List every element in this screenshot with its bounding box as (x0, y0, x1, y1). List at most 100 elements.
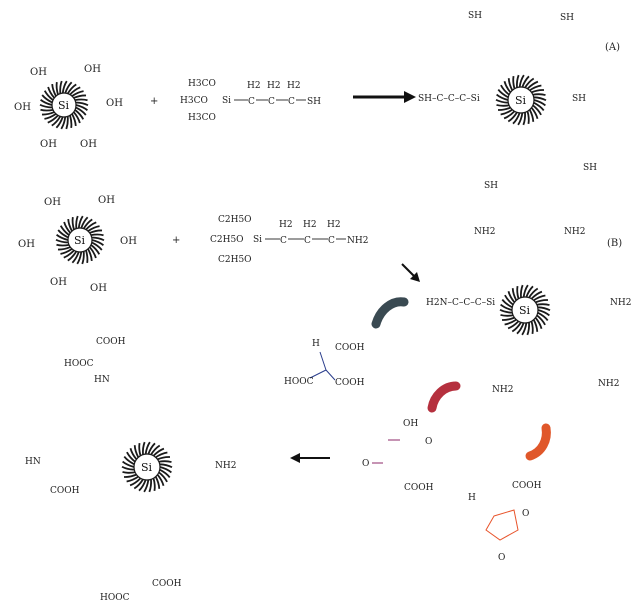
particle-spike (504, 294, 514, 306)
particle-spike (91, 241, 103, 251)
particle-spike (159, 466, 172, 474)
oxygen-atom: O (522, 509, 529, 519)
thiol-arm: SH–C–C–C–Si (418, 94, 480, 104)
particle-spike (56, 234, 69, 241)
particle-spike (507, 78, 514, 91)
reaction-arrow-1 (353, 91, 416, 103)
particle-spike (74, 98, 88, 102)
particle-spike (138, 479, 147, 492)
particle-spike (69, 115, 73, 129)
silica-particle-final: Si (121, 441, 173, 493)
particle-spike (536, 303, 550, 306)
oh-label: OH (18, 239, 35, 250)
particle-spike (133, 445, 140, 458)
amide-group: HN (94, 375, 110, 385)
particle-spike (76, 251, 83, 265)
h2-label: H2 (327, 220, 341, 230)
particle-spike (77, 215, 84, 229)
particle-spike (500, 108, 513, 116)
particle-spike (59, 80, 63, 94)
thiol-group: SH (484, 181, 498, 191)
particle-spike (41, 111, 55, 116)
particle-spike (40, 99, 53, 106)
particle-spike (144, 441, 151, 455)
ethoxy-group: C2H5O (218, 215, 252, 225)
particle-spike (507, 291, 516, 303)
hydrogen-atom: H (468, 493, 476, 503)
particle-spike (129, 448, 138, 460)
particle-spike (143, 479, 150, 493)
carbon-atom: C (304, 236, 311, 246)
particle-spike (496, 104, 510, 107)
silica-particle-oh-1: Si (39, 80, 89, 130)
silica-particle-oh-2: Si (55, 215, 105, 265)
particle-spike (532, 319, 539, 332)
particle-spike (71, 216, 75, 230)
particle-spike (534, 317, 543, 329)
particle-spike (122, 460, 135, 468)
carboxyl-group: COOH (50, 486, 80, 496)
particle-spike (47, 86, 55, 99)
particle-spike (122, 471, 136, 474)
oh-label: OH (84, 64, 101, 75)
particle-spike (497, 89, 509, 99)
particle-spike (142, 441, 146, 455)
oh-label: OH (106, 98, 123, 109)
product-a-arms: SH SH SH–C–C–C–Si SH SH SH (418, 11, 597, 191)
particle-spike (501, 299, 513, 309)
particle-spike (517, 112, 524, 126)
oh-label: OH (50, 277, 67, 288)
particle-spike (133, 478, 144, 490)
particle-spike (159, 468, 171, 478)
particle-spike (57, 246, 71, 251)
oh-label: OH (120, 236, 137, 247)
curved-arrow-orange (525, 423, 551, 461)
scheme-label-b: (B) (607, 238, 622, 249)
amine-group: NH2 (598, 379, 619, 389)
particle-spike (507, 320, 520, 330)
particle-spike (533, 99, 546, 107)
particle-spike (55, 81, 59, 95)
particle-spike (500, 84, 510, 96)
particle-spike (60, 248, 73, 255)
particle-spike (47, 114, 59, 124)
particle-spike (43, 90, 54, 101)
particle-spike (159, 463, 173, 469)
silicon-atom: Si (222, 96, 231, 106)
particle-spike (90, 244, 101, 255)
particle-spike (503, 81, 512, 93)
reaction-arrow-3 (290, 453, 330, 463)
particle-spike (537, 306, 551, 312)
particle-spike (51, 115, 62, 127)
methoxy-group: H3CO (180, 96, 208, 106)
silicon-label: Si (58, 99, 70, 112)
methoxy-group: H3CO (188, 79, 216, 89)
oh-label: OH (44, 197, 61, 208)
oh-label: OH (30, 67, 47, 78)
particle-spike (500, 314, 514, 317)
particle-spike (535, 299, 549, 304)
particle-spike (89, 246, 97, 259)
aptes-molecule: C2H5O C2H5O C2H5O Si C H2 C H2 C H2 NH2 (210, 215, 368, 265)
thiol-group: SH (468, 11, 482, 21)
particle-spike (526, 111, 530, 125)
particle-spike (81, 251, 85, 265)
carboxyl-group: COOH (152, 579, 182, 589)
oh-label: OH (40, 139, 57, 150)
particle-spike (537, 309, 550, 317)
particle-spike (87, 225, 100, 232)
particle-spike (71, 113, 77, 126)
particle-spike (503, 110, 516, 120)
carboxyl-group: HOOC (100, 593, 130, 603)
carboxyl-group: COOH (335, 378, 365, 388)
particle-spike (516, 322, 525, 335)
particle-spike (71, 90, 84, 97)
particle-spike (67, 219, 73, 232)
curved-arrow-gray (371, 297, 409, 329)
particle-spike (532, 104, 542, 116)
particle-spike (152, 478, 156, 492)
particle-spike (511, 321, 522, 333)
scheme-label-a: (A) (605, 42, 620, 53)
particle-spike (520, 284, 524, 298)
